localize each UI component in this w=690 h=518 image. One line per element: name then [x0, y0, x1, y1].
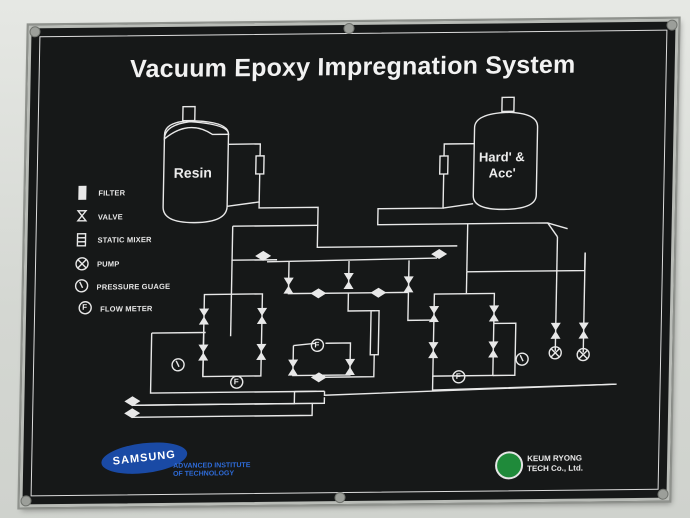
flow-meter-symbol: F: [455, 371, 461, 381]
flow-meter-symbol: F: [233, 377, 239, 387]
legend-label-filter: FILTER: [98, 188, 126, 198]
legend-static-mixer-icon: [76, 233, 87, 247]
legend-flow-meter-icon: [78, 301, 92, 315]
legend-icons: [74, 185, 92, 315]
institute-name: ADVANCED INSTITUTE OF TECHNOLOGY: [173, 462, 251, 479]
legend-pump-icon: [75, 257, 89, 271]
hardener-tank-label-1: Hard' &: [478, 149, 525, 165]
flow-meter-icon: [230, 338, 466, 389]
resin-filter-icon: [255, 155, 265, 175]
legend-label-pressure-gauge: PRESSURE GUAGE: [96, 281, 171, 292]
pressure-gauge-icon: [171, 352, 529, 372]
legend-label-static-mixer: STATIC MIXER: [97, 235, 152, 245]
legend-flow-meter-symbol: F: [82, 302, 88, 312]
hardener-tank: [472, 96, 539, 211]
company-name: KEUM RYONG TECH Co., Ltd.: [527, 454, 583, 475]
company-name-line-1: KEUM RYONG: [527, 453, 583, 464]
company-name-line-2: TECH Co., Ltd.: [526, 463, 584, 474]
legend-filter-icon: [78, 185, 87, 200]
legend-label-flow-meter: FLOW METER: [100, 304, 153, 314]
legend-label-valve: VALVE: [97, 212, 123, 222]
schematic-plate: Vacuum Epoxy Impregnation System: [19, 18, 679, 508]
legend-valve-icon: [76, 210, 88, 222]
pump-icon: [548, 346, 590, 362]
institute-name-line-2: OF TECHNOLOGY: [172, 470, 235, 478]
legend-pressure-gauge-icon: [74, 279, 89, 293]
flow-meter-symbol: F: [314, 340, 320, 350]
resin-tank-label: Resin: [173, 164, 213, 181]
legend-label-pump: PUMP: [96, 259, 120, 269]
valve-icon: [124, 249, 589, 419]
hardener-filter-icon: [438, 155, 449, 175]
piping-diagram: [74, 96, 617, 419]
samsung-logo-text: SAMSUNG: [112, 448, 177, 468]
hardener-tank-label-2: Acc': [488, 165, 516, 181]
static-mixer-element-icon: [369, 309, 380, 356]
